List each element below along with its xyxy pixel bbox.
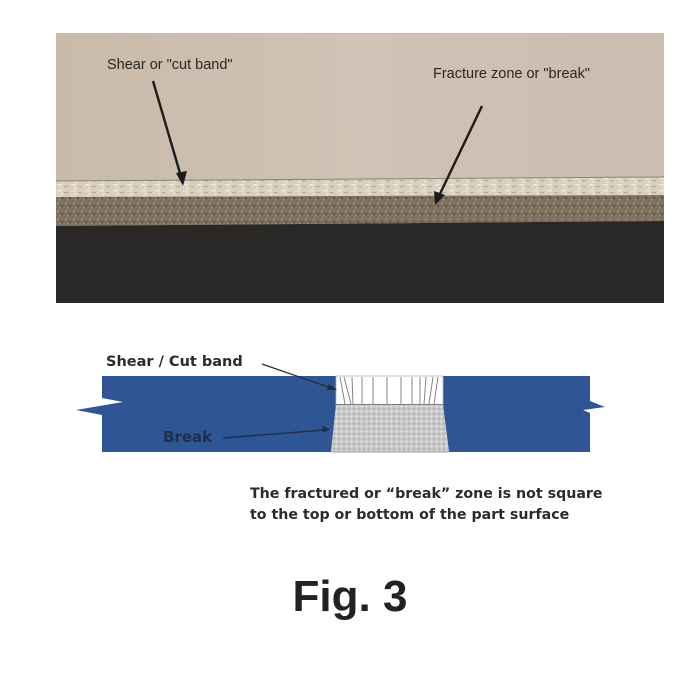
diagram-graphic	[76, 363, 605, 453]
shear-band-label: Shear or "cut band"	[107, 57, 233, 73]
left-material-block	[76, 376, 336, 452]
photo-graphic	[56, 33, 664, 303]
right-material-block	[443, 376, 605, 452]
sheared-edge-photo: Shear or "cut band" Fracture zone or "br…	[56, 33, 664, 303]
diagram-shear-label: Shear / Cut band	[106, 354, 243, 370]
cut-cross-section-diagram: Shear / Cut band Break	[0, 340, 700, 470]
fracture-zone-label: Fracture zone or "break"	[433, 66, 590, 82]
caption-line-2: to the top or bottom of the part surface	[250, 507, 570, 523]
diagram-break-label: Break	[163, 428, 213, 446]
figure-title: Fig. 3	[292, 572, 408, 621]
diagram-caption: The fractured or “break” zone is not squ…	[250, 484, 603, 526]
caption-line-1: The fractured or “break” zone is not squ…	[250, 486, 603, 502]
